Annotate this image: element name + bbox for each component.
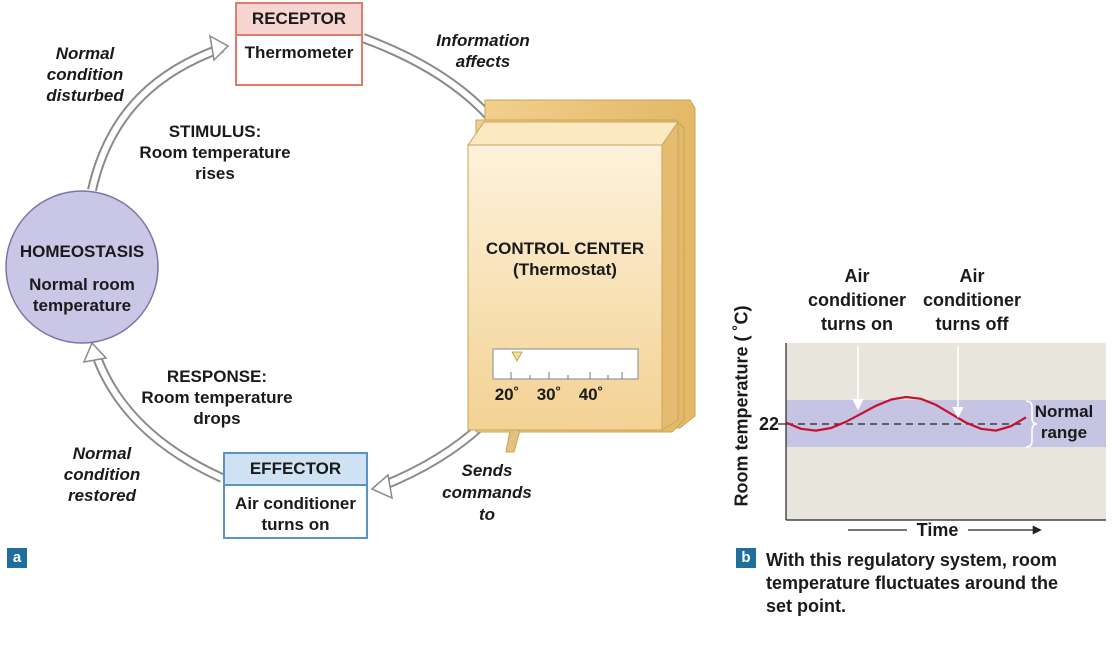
thermostat-dial — [492, 348, 639, 380]
disturbed-line-1: Normal — [55, 44, 115, 63]
restored-line-3: restored — [67, 486, 137, 505]
dial-mark-30: 30˚ — [536, 385, 562, 404]
normal-range-line-2: range — [1040, 423, 1088, 442]
restored-line-2: condition — [63, 465, 141, 484]
disturbed-line-2: condition — [46, 65, 124, 84]
dial-mark-20: 20˚ — [494, 385, 520, 404]
homeostasis-line-1: Normal room — [29, 275, 135, 294]
effector-title: EFFECTOR — [225, 454, 366, 486]
ac-on-line-1: Air — [844, 266, 870, 286]
temperature-curve — [785, 395, 1027, 432]
normal-range-bracket — [1025, 400, 1038, 448]
receptor-title: RECEPTOR — [237, 4, 361, 36]
receptor-body: Thermometer — [244, 43, 354, 62]
caption-line-3: set point. — [766, 596, 846, 616]
panel-a-tag: a — [7, 548, 27, 568]
effector-body: Air conditioner turns on — [225, 486, 366, 535]
effector-line-1: Air conditioner — [235, 494, 356, 513]
normal-range-line-1: Normal — [1034, 402, 1094, 421]
homeostasis-line-2: temperature — [32, 296, 132, 315]
y-axis-label: Room temperature ( ˚C) — [731, 305, 752, 507]
panel-b-tag: b — [736, 548, 756, 568]
y-tick-label-22: 22 — [758, 414, 780, 434]
homeostasis-circle — [5, 190, 159, 344]
restored-line-1: Normal — [72, 444, 132, 463]
x-axis-label: Time — [916, 520, 959, 540]
chart — [778, 343, 1106, 535]
stimulus-line-2: Room temperature — [139, 143, 291, 162]
effector-box: EFFECTOR Air conditioner turns on — [223, 452, 368, 539]
effector-line-2: turns on — [261, 515, 330, 534]
information-line-2: affects — [455, 52, 511, 71]
cycle-arrows — [82, 33, 542, 500]
response-line-3: drops — [193, 409, 241, 428]
response-line-2: Room temperature — [141, 388, 293, 407]
control-center-title: CONTROL CENTER — [485, 239, 645, 258]
information-line-1: Information — [436, 31, 530, 50]
caption-line-2: temperature fluctuates around the — [766, 573, 1059, 593]
stimulus-line-1: STIMULUS: — [168, 122, 262, 141]
caption-line-1: With this regulatory system, room — [766, 550, 1057, 570]
disturbed-line-3: disturbed — [46, 86, 124, 105]
dial-mark-40: 40˚ — [578, 385, 604, 404]
ac-off-line-2: conditioner — [923, 290, 1021, 310]
homeostasis-title: HOMEOSTASIS — [19, 242, 145, 261]
sends-line-3: to — [478, 505, 496, 524]
ac-off-line-1: Air — [959, 266, 985, 286]
ac-on-line-2: conditioner — [808, 290, 906, 310]
ac-on-line-3: turns on — [821, 314, 893, 334]
sends-line-2: commands — [442, 483, 532, 502]
stimulus-line-3: rises — [195, 164, 235, 183]
sends-line-1: Sends — [461, 461, 513, 480]
control-center-subtitle: (Thermostat) — [513, 260, 617, 279]
ac-off-line-3: turns off — [935, 314, 1009, 334]
response-line-1: RESPONSE: — [166, 367, 268, 386]
receptor-box: RECEPTOR Thermometer — [235, 2, 363, 86]
